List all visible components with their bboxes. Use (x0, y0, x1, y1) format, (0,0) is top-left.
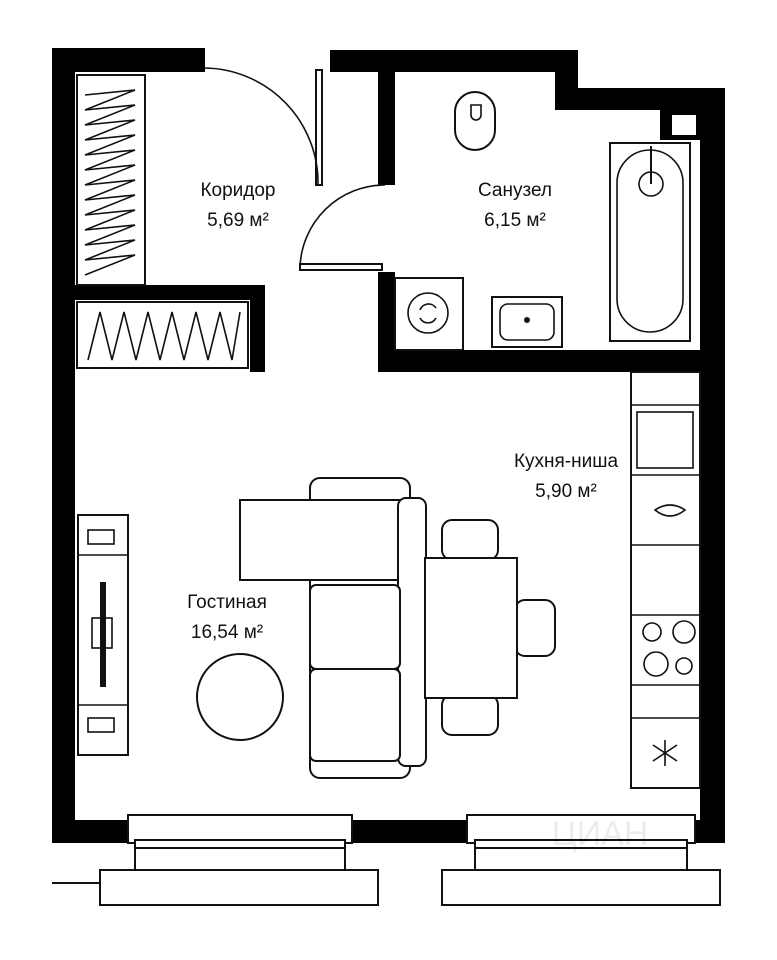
wardrobe-corridor (76, 74, 146, 286)
toilet (454, 91, 496, 151)
washing-machine (394, 277, 464, 351)
watermark: ЦИАН (552, 815, 649, 853)
sofa (239, 477, 427, 779)
kitchen-counter (630, 371, 701, 789)
sink (491, 296, 563, 348)
window-right (441, 814, 721, 906)
water-drop-icon (653, 504, 687, 517)
room-area-corridor: 5,69 м² (207, 210, 269, 231)
room-name-kitchen: Кухня-ниша (514, 451, 619, 472)
kitchen-sink (636, 411, 694, 469)
dining-table (424, 519, 556, 736)
bathtub (609, 142, 691, 342)
room-name-corridor: Коридор (200, 180, 275, 201)
entrance-door (204, 67, 323, 186)
window-left (99, 814, 379, 906)
room-area-living: 16,54 м² (191, 622, 263, 643)
wardrobe-hall (76, 301, 249, 369)
fridge-snowflake-icon (652, 740, 678, 766)
tv-unit (77, 514, 129, 756)
hob (642, 620, 696, 677)
room-name-bathroom: Санузел (478, 180, 552, 201)
room-area-bathroom: 6,15 м² (484, 210, 546, 231)
room-area-kitchen: 5,90 м² (535, 481, 597, 502)
bathroom-door (299, 184, 386, 271)
coffee-table (196, 653, 284, 741)
room-name-living: Гостиная (187, 592, 267, 613)
walls (52, 48, 725, 843)
